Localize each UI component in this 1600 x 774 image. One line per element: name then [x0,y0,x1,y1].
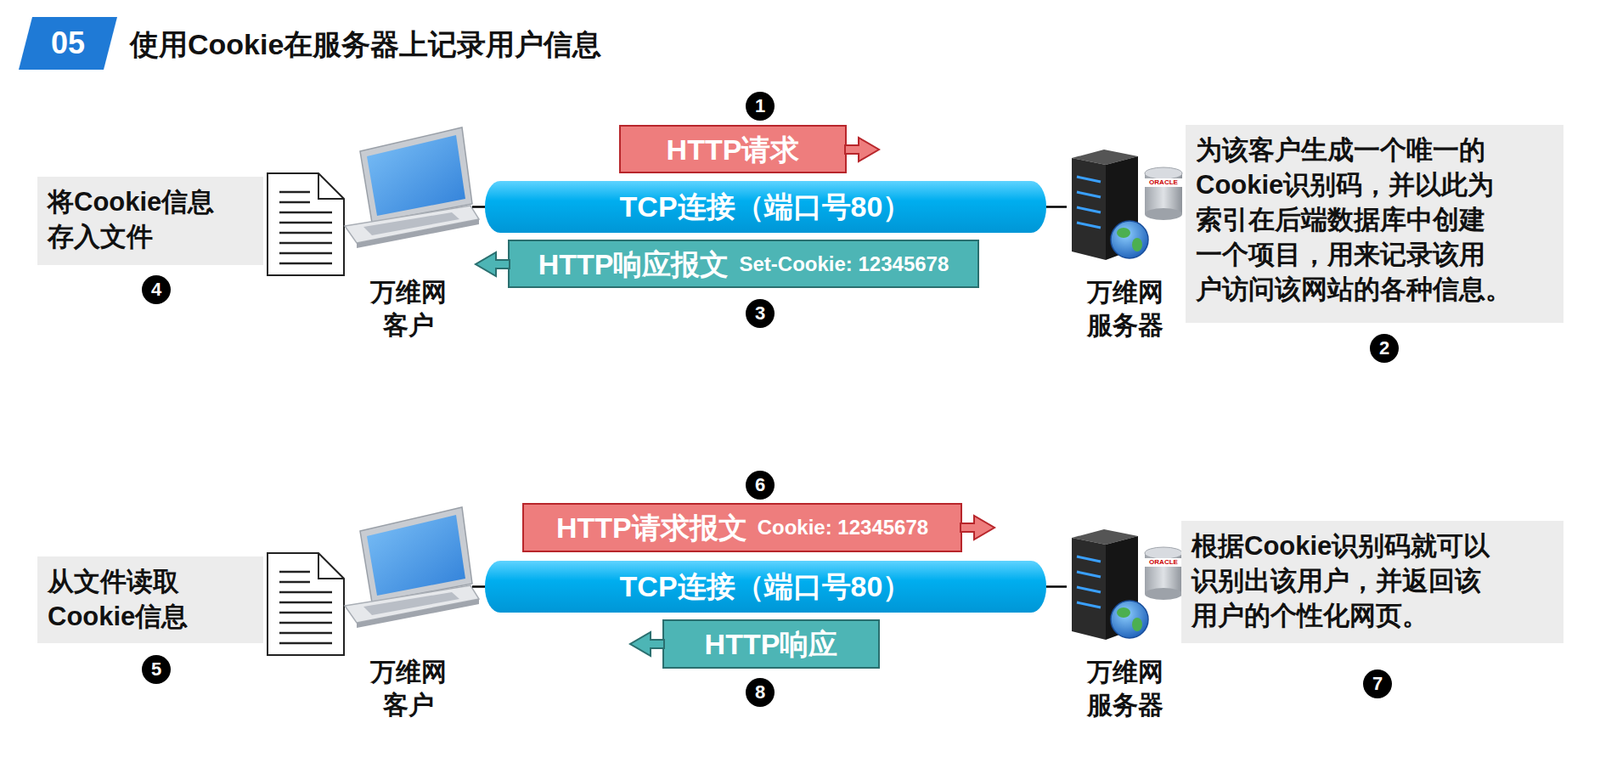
node-label: 万维网 服务器 [1066,654,1184,722]
node-label: TCP连接（端口号80） [619,567,913,607]
client-node: 万维网 客户 [344,507,473,722]
tcp-band: TCP连接（端口号80） [484,560,1047,613]
node-label: HTTP响应 [704,629,839,659]
server-node: 万维网 服务器 [1066,527,1184,722]
note-box: 根据Cookie识别码就可以 识别出该用户，并返回该 用户的个性化网页。 [1181,520,1564,643]
node-label: 为该客户生成一个唯一的 Cookie识别码，并以此为 索引在后端数据库中创建 一… [1195,133,1554,308]
server-icon [1071,529,1183,640]
node-label: HTTP请求 [666,135,800,164]
node-label: 从文件读取 Cookie信息 [47,564,254,635]
callout-number: 4 [141,275,171,305]
connector-line [472,585,485,588]
arrow-head [960,515,995,540]
document-icon [267,173,344,276]
tcp-band: TCP连接（端口号80） [484,180,1047,233]
callout-number: 3 [745,298,775,328]
logo-text: ORACLE [1149,179,1178,186]
arrow-head [845,135,881,164]
document-icon [267,552,344,655]
server-node: 万维网 服务器 [1066,147,1184,342]
callout-number: 5 [141,654,171,684]
node-label: HTTP请求报文 [556,512,748,542]
server-icon [1071,149,1183,260]
node-label: 将Cookie信息 存入文件 [47,185,254,255]
arrow-head [845,137,879,162]
node-label: 万维网 服务器 [1066,275,1184,342]
connector-line [1046,205,1067,209]
arrow-head [628,629,665,659]
node-label: TCP连接（端口号80） [619,187,913,227]
node-label: 05 [50,25,85,62]
response-arrow: HTTP响应 [662,619,880,669]
response-arrow: HTTP响应报文 Set-Cookie: 12345678 [507,239,980,288]
request-arrow: HTTP请求 [619,124,847,174]
arrow-head [473,249,510,279]
client-node: 万维网 客户 [344,127,473,342]
callout-number: 8 [745,677,775,707]
node-sublabel: Cookie: 12345678 [757,517,929,538]
connector-line [472,205,485,209]
node-label: HTTP响应报文 [538,249,730,279]
badge-shape [18,16,118,70]
arrow-head [630,631,665,656]
callout-number: 6 [745,470,775,500]
node-label: 万维网 客户 [344,654,473,722]
node-label: 根据Cookie识别码就可以 识别出该用户，并返回该 用户的个性化网页。 [1191,529,1554,634]
diagram-title: 使用Cookie在服务器上记录用户信息 [129,25,602,65]
note-box: 从文件读取 Cookie信息 [37,556,264,643]
callout-number: 1 [745,91,775,121]
node-sublabel: Set-Cookie: 12345678 [738,253,949,275]
section-badge: 05 [18,16,118,70]
node-label: 万维网 客户 [344,275,473,342]
request-arrow: HTTP请求报文 Cookie: 12345678 [522,502,963,553]
arrow-head [960,512,997,542]
callout-number: 7 [1363,669,1392,699]
laptop-icon [344,127,479,248]
logo-text: ORACLE [1149,558,1178,566]
note-box: 将Cookie信息 存入文件 [37,176,264,265]
connector-line [1046,585,1067,588]
arrow-head [475,252,510,277]
laptop-icon [344,507,479,628]
callout-number: 2 [1369,333,1399,363]
note-box: 为该客户生成一个唯一的 Cookie识别码，并以此为 索引在后端数据库中创建 一… [1185,124,1564,323]
